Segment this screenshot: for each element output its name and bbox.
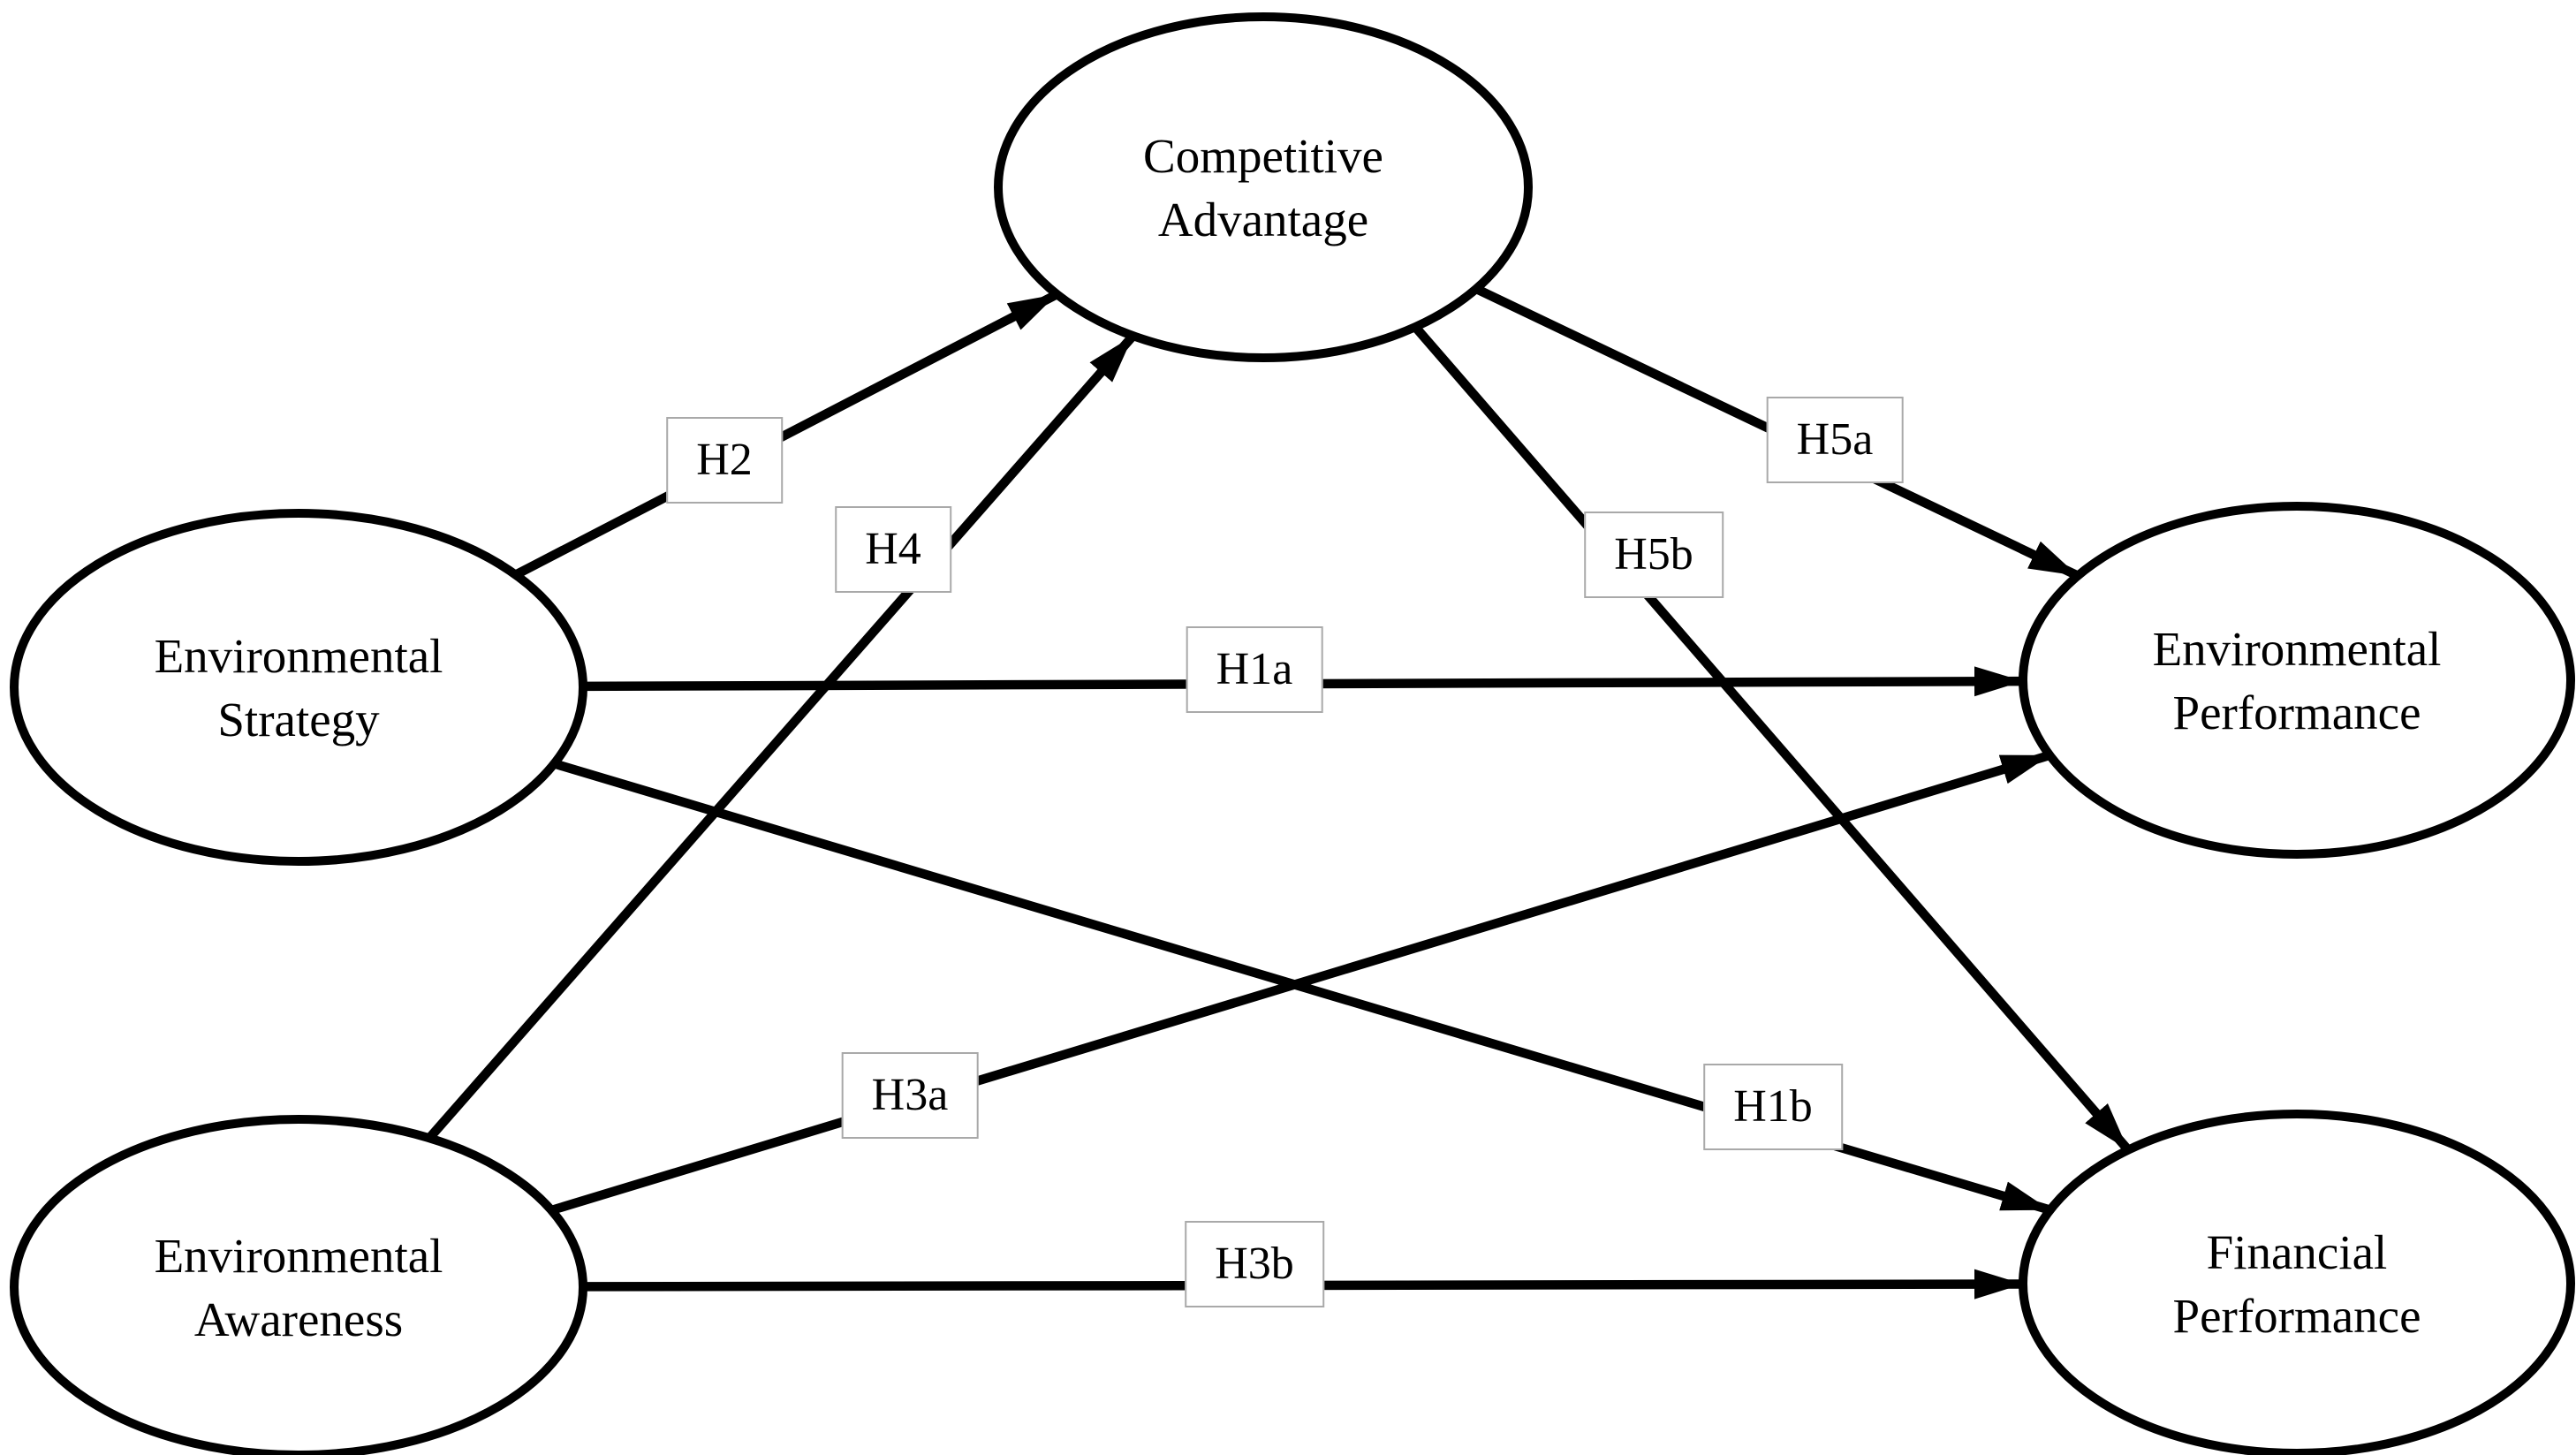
node-label-line: Environmental xyxy=(155,1229,443,1283)
edge-arrow-H4 xyxy=(426,332,1137,1141)
edge-arrow-H2 xyxy=(513,290,1059,580)
node-label-line: Financial xyxy=(2207,1225,2388,1279)
node-label-line: Performance xyxy=(2173,686,2421,739)
node-label-line: Performance xyxy=(2173,1289,2421,1343)
node-ellipse-environmental-strategy xyxy=(10,509,587,866)
edge-arrow-H5a xyxy=(1474,284,2080,580)
node-ellipse-environmental-performance xyxy=(2019,502,2575,859)
node-label-line: Environmental xyxy=(155,629,443,683)
edge-arrow-H1a xyxy=(582,666,2024,697)
edge-arrow-H3a xyxy=(549,750,2051,1216)
edges-layer xyxy=(426,284,2133,1300)
node-ellipse-competitive-advantage xyxy=(994,12,1533,362)
node-ellipse-environmental-awareness xyxy=(10,1115,587,1455)
node-label-line: Competitive xyxy=(1143,129,1383,183)
node-ellipse-financial-performance xyxy=(2019,1110,2575,1455)
node-label-line: Environmental xyxy=(2153,622,2442,676)
node-label-line: Strategy xyxy=(217,693,380,746)
node-label-line: Awareness xyxy=(194,1292,403,1346)
node-label-line: Advantage xyxy=(1158,193,1368,246)
edge-arrow-H3b xyxy=(582,1269,2024,1300)
edge-arrow-H5b xyxy=(1412,323,2133,1154)
